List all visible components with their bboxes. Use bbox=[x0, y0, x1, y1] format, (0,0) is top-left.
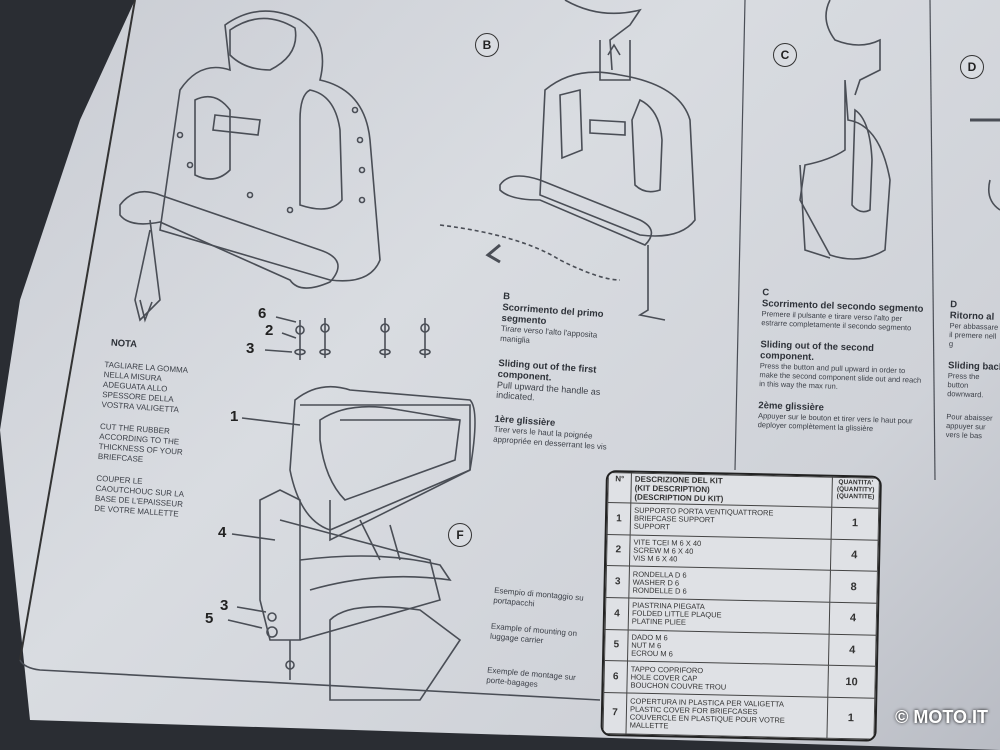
kit-row-n: 7 bbox=[602, 692, 627, 734]
kit-row-n: 5 bbox=[604, 629, 629, 662]
step-d-fr-text: Pour abaisser appuyer sur vers le bas bbox=[945, 412, 993, 441]
kit-row-n: 6 bbox=[603, 660, 628, 693]
panel-d-drawing bbox=[970, 118, 1000, 211]
panel-c-drawing bbox=[799, 0, 891, 260]
kit-header-n: N° bbox=[607, 472, 632, 504]
callout-3: 3 bbox=[246, 340, 255, 357]
kit-row-n: 3 bbox=[605, 565, 630, 598]
step-c-en-text: Press the button and pull upward in orde… bbox=[759, 361, 922, 391]
panel-c-label: C bbox=[773, 43, 797, 67]
panel-b-drawing bbox=[439, 0, 696, 321]
nota-block: NOTA TAGLIARE LA GOMMA NELLA MISURA ADEG… bbox=[94, 337, 195, 520]
kit-row-qty: 1 bbox=[826, 697, 875, 740]
callout-1: 1 bbox=[230, 408, 239, 425]
callout-6: 6 bbox=[258, 305, 267, 322]
nota-french: COUPER LE CAOUTCHOUC SUR LA BASE DE L'EP… bbox=[94, 474, 185, 520]
kit-row-qty: 4 bbox=[830, 538, 879, 572]
panel-b-label: B bbox=[475, 33, 499, 57]
kit-row-n: 2 bbox=[606, 534, 631, 567]
kit-header-qty: QUANTITA' (QUANTITY) (QUANTITE) bbox=[831, 477, 880, 509]
kit-row-qty: 10 bbox=[827, 665, 876, 699]
callout-4: 4 bbox=[218, 524, 227, 541]
nota-italian: TAGLIARE LA GOMMA NELLA MISURA ADEGUATA … bbox=[101, 360, 193, 416]
panel-f-label: F bbox=[448, 523, 472, 547]
panel-a-drawing bbox=[119, 10, 381, 323]
kit-table: N° DESCRIZIONE DEL KIT (KIT DESCRIPTION)… bbox=[600, 470, 882, 742]
kit-row-n: 4 bbox=[605, 597, 629, 630]
kit-row-qty: 4 bbox=[828, 633, 877, 667]
step-b-text: B Scorrimento del primo segmento Tirare … bbox=[493, 291, 623, 453]
callout-5: 5 bbox=[205, 610, 214, 627]
kit-row-qty: 1 bbox=[831, 507, 879, 540]
step-d-text: D Ritorno al Per abbassare il premere ne… bbox=[946, 299, 1000, 441]
kit-row-qty: 8 bbox=[829, 570, 878, 604]
nota-english: CUT THE RUBBER ACCORDING TO THE THICKNES… bbox=[98, 422, 189, 468]
step-c-text: C Scorrimento del secondo segmento Preme… bbox=[758, 287, 928, 435]
panel-f-drawing bbox=[259, 318, 476, 701]
step-d-it-text: Per abbassare il premere nell g bbox=[948, 321, 999, 349]
callout-2: 2 bbox=[265, 322, 274, 339]
panel-d-label: D bbox=[960, 55, 984, 79]
mounting-example: Esempio di montaggio su portapacchi Exam… bbox=[486, 586, 594, 694]
kit-row-qty: 4 bbox=[829, 602, 877, 635]
mount-en: Example of mounting on luggage carrier bbox=[489, 621, 578, 646]
callout-3b: 3 bbox=[220, 597, 229, 614]
watermark: © MOTO.IT bbox=[895, 707, 988, 727]
kit-header-desc: DESCRIZIONE DEL KIT (KIT DESCRIPTION) (D… bbox=[630, 473, 833, 508]
kit-row-n: 1 bbox=[607, 502, 631, 535]
kit-header-qty-line: (QUANTITE) bbox=[836, 492, 875, 501]
kit-desc-line: COUVERCLE EN PLASTIQUE POUR VOTRE MALLET… bbox=[629, 712, 785, 731]
step-d-en-text: Press the button downward. bbox=[947, 371, 984, 400]
